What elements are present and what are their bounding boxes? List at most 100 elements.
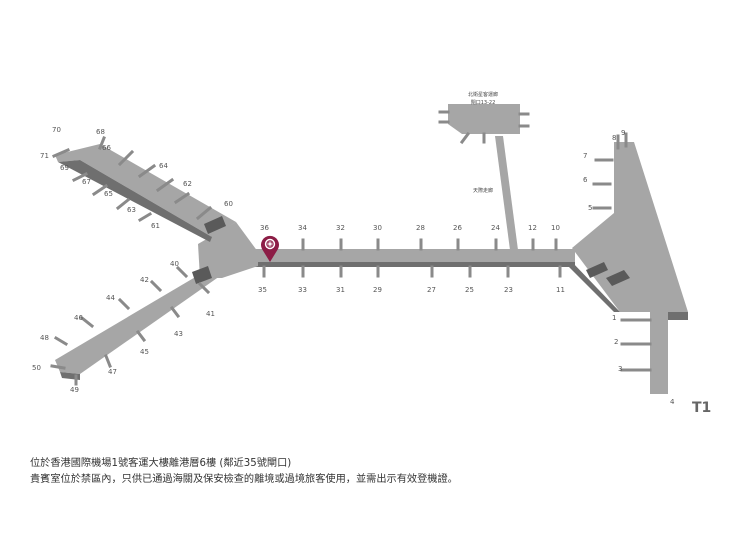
gate-label-71: 71 (40, 152, 49, 160)
northwest-hub-building (204, 216, 226, 234)
gate-label-3: 3 (618, 365, 622, 373)
gate-label-7: 7 (583, 152, 587, 160)
gate-label-8: 8 (612, 134, 616, 142)
gate-label-68: 68 (96, 128, 105, 136)
gate-label-66: 66 (102, 144, 111, 152)
gate-label-45: 45 (140, 348, 149, 356)
gate-label-24: 24 (491, 224, 500, 232)
aircraft-stand-22 (137, 163, 157, 179)
gate-label-44: 44 (106, 294, 115, 302)
aircraft-stand-23 (91, 183, 109, 197)
gate-label-6: 6 (583, 176, 588, 184)
gate-label-34: 34 (298, 224, 307, 232)
gate-label-33: 33 (298, 286, 307, 294)
gate-label-1: 1 (612, 314, 616, 322)
gate-label-35: 35 (258, 286, 267, 294)
gate-label-4: 4 (670, 398, 675, 406)
aircraft-stand-30 (149, 279, 163, 293)
gate-label-61: 61 (151, 222, 160, 230)
northwest-pier-edge (58, 160, 212, 242)
gate-label-25: 25 (465, 286, 474, 294)
hub-building-2 (606, 270, 630, 286)
aircraft-stand-32 (117, 297, 131, 311)
north-satellite-label-1: 北衛星客運廊 (468, 91, 498, 98)
gate-label-43: 43 (174, 330, 183, 338)
gate-label-26: 26 (453, 224, 462, 232)
aircraft-stand-19 (98, 136, 106, 150)
concourses (55, 104, 688, 394)
aircraft-stand-24 (155, 177, 175, 193)
gate-label-10: 10 (551, 224, 560, 232)
main-pier-edge (255, 262, 575, 267)
hub-building-1 (586, 262, 608, 278)
main-pier (255, 249, 575, 262)
gate-label-11: 11 (556, 286, 565, 294)
aircraft-stand-18 (52, 148, 70, 158)
gate-label-47: 47 (108, 368, 117, 376)
gate-label-42: 42 (140, 276, 149, 284)
aircraft-stand-20 (117, 149, 135, 167)
marker-ray-8 (270, 241, 273, 244)
gate-label-67: 67 (82, 178, 91, 186)
sky-bridge (495, 136, 518, 250)
gate-label-36: 36 (260, 224, 269, 232)
east-hub-edge (568, 262, 620, 312)
north-satellite (448, 104, 520, 134)
aircraft-stand-25 (115, 197, 131, 211)
gate-label-46: 46 (74, 314, 83, 322)
aircraft-stand-36 (53, 335, 69, 347)
aircraft-stand-28 (195, 205, 213, 221)
northwest-pier (55, 144, 236, 237)
aircraft-stand-26 (173, 191, 191, 205)
gate-label-29: 29 (373, 286, 382, 294)
north-satellite-label-2: 閘口13-22 (471, 100, 496, 106)
gate-label-32: 32 (336, 224, 345, 232)
marker-ray-6 (267, 241, 270, 244)
lounge-location-pin-icon (261, 235, 279, 262)
location-notes: 位於香港國際機場1號客運大樓離港層6樓 (鄰近35號閘口) 貴賓室位於禁區內，只… (30, 456, 720, 488)
gate-label-60: 60 (224, 200, 233, 208)
gate-label-64: 64 (159, 162, 168, 170)
southwest-pier (55, 262, 240, 374)
sky-bridge-label: 天際走廊 (473, 187, 493, 194)
aircraft-stand-37 (104, 354, 112, 368)
aircraft-stand-34 (79, 315, 95, 329)
terminal-label: T1 (692, 400, 711, 416)
marker-ray-2 (270, 244, 273, 247)
gate-label-30: 30 (373, 224, 382, 232)
gate-label-27: 27 (427, 286, 436, 294)
gate-label-12: 12 (528, 224, 537, 232)
gate-label-40: 40 (170, 260, 179, 268)
gate-label-31: 31 (336, 286, 345, 294)
gate-label-28: 28 (416, 224, 425, 232)
southwest-hub-building (192, 266, 212, 284)
aircraft-stand-38 (50, 364, 66, 370)
gate-label-65: 65 (104, 190, 113, 198)
access-note: 貴賓室位於禁區內，只供已通過海關及保安檢查的離境或過境旅客使用，並需出示有效登機… (30, 474, 458, 485)
gate-label-49: 49 (70, 386, 79, 394)
gate-label-5: 5 (588, 204, 592, 212)
gate-label-9: 9 (621, 129, 625, 137)
gate-label-63: 63 (127, 206, 136, 214)
gate-label-50: 50 (32, 364, 41, 372)
gate-label-23: 23 (504, 286, 513, 294)
marker-ray-4 (267, 244, 270, 247)
aircraft-stand-29 (175, 265, 189, 279)
aircraft-stand-35 (135, 329, 147, 343)
aircraft-stand-33 (169, 305, 181, 319)
aircraft-stand-21 (71, 171, 89, 183)
aircraft-stand-31 (197, 281, 211, 295)
gate-label-62: 62 (183, 180, 192, 188)
gate-label-70: 70 (52, 126, 61, 134)
terminal-map-drawing: 7071696867666564636261604042414443464548… (32, 91, 711, 416)
east-pier (614, 142, 688, 394)
aircraft-stand-52 (459, 131, 471, 145)
gate-label-41: 41 (206, 310, 215, 318)
gate-label-2: 2 (614, 338, 618, 346)
gate-label-69: 69 (60, 164, 69, 172)
aircraft-stand-27 (137, 211, 153, 223)
gate-labels: 7071696867666564636261604042414443464548… (32, 126, 675, 406)
east-pier-step (668, 312, 688, 320)
aircraft-stands (50, 110, 652, 386)
